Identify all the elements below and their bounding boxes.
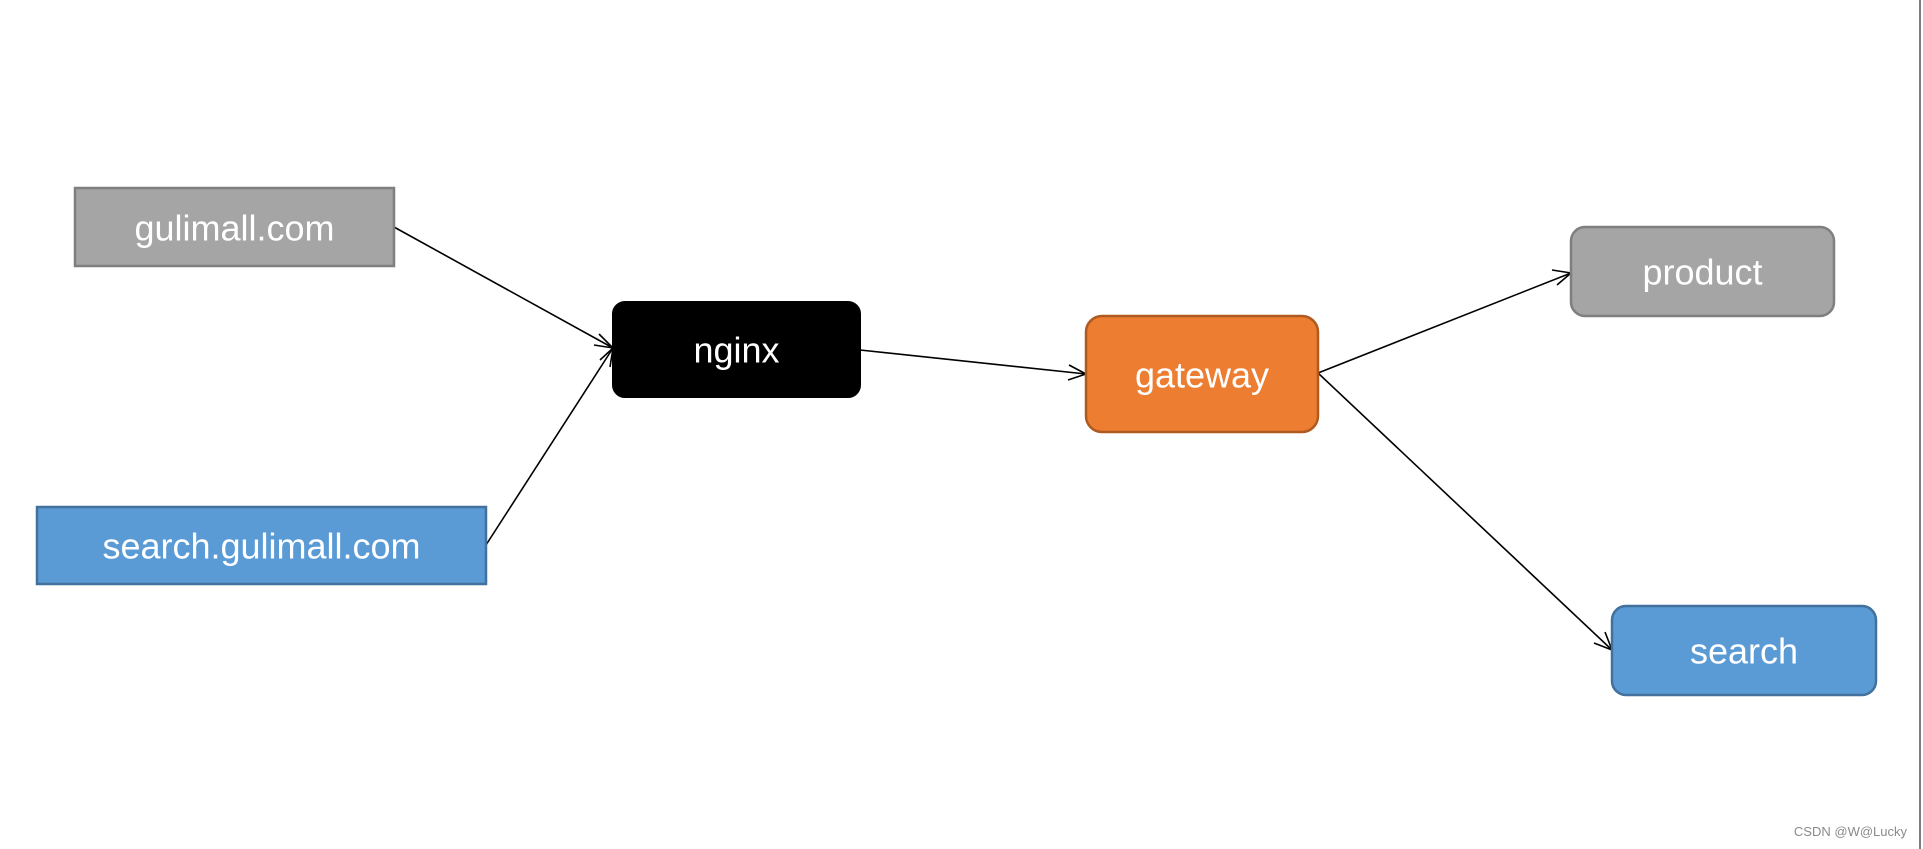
edge-gateway-to-search [1317,372,1613,651]
node-gateway-box [1084,314,1320,434]
watermark-text: CSDN @W@Lucky [1794,824,1908,839]
node-search-gulimall-com: search.gulimall.com [35,505,488,586]
node-search-gulimall-com-box [35,505,488,586]
node-gulimall-com-label: gulimall.com [134,208,334,249]
node-search-box [1610,604,1878,697]
node-nginx: nginx [612,301,861,398]
node-product: product [1569,225,1836,318]
node-search: search [1610,604,1878,697]
edge-gateway-to-product [1317,272,1572,374]
node-product-box [1569,225,1836,318]
node-gulimall-com-box [73,186,396,268]
node-search-gulimall-com-label: search.gulimall.com [102,526,420,567]
node-nginx-box [612,301,861,398]
edges [393,226,1614,652]
node-gateway: gateway [1084,314,1320,434]
edge-nginx-to-gateway [859,349,1087,375]
node-product-label: product [1642,252,1762,293]
edge-search-gulimall-to-nginx [485,347,614,546]
arrowhead-gulimall-to-nginx [593,333,616,350]
node-gulimall-com: gulimall.com [73,186,396,268]
edge-gulimall-to-nginx [393,226,614,349]
node-search-label: search [1690,631,1798,672]
node-nginx-label: nginx [693,330,779,371]
node-gateway-label: gateway [1135,355,1269,396]
